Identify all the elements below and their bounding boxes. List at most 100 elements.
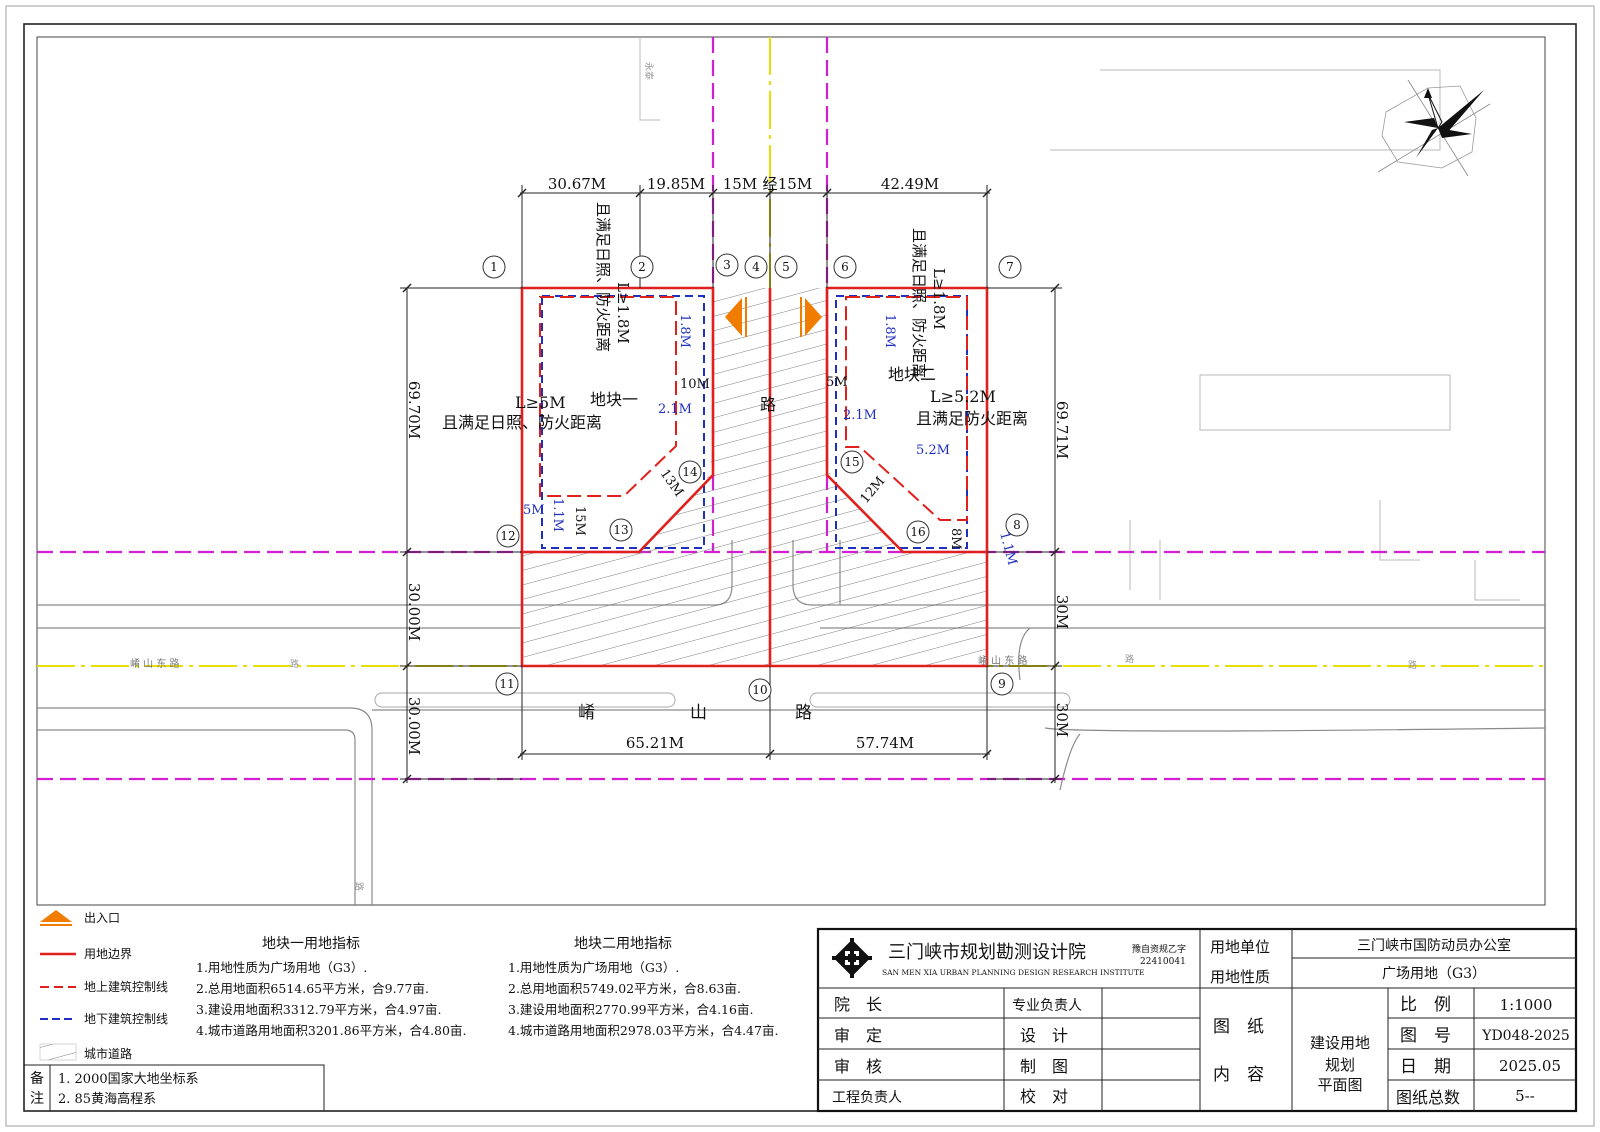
scale-value: 1:1000: [1500, 996, 1553, 1014]
setback-p1-left-blue: 1.1M: [550, 498, 565, 532]
center-road-name: 路: [760, 395, 776, 414]
indicators-two-line: 3.建设用地面积2770.99平方米，合4.16亩.: [508, 1002, 753, 1017]
point-label: 2: [638, 260, 646, 274]
point-label: 6: [841, 260, 849, 274]
legend-road-label: 城市道路: [84, 1046, 132, 1061]
plot-one-rule-horizontal: 且满足日照、防火距离: [442, 413, 602, 432]
institute-name-en: SAN MEN XIA URBAN PLANNING DESIGN RESEAR…: [882, 968, 1144, 977]
plot-two-annotations: 地块二 L≥5.2M 且满足防火距离 且满足日照、防火距离 L≥1.8M: [888, 228, 1028, 428]
indicators-one-line: 3.建设用地面积3312.79平方米，合4.97亩.: [196, 1002, 441, 1017]
setback-p2-corner: 12M: [858, 474, 889, 507]
number-value: YD048-2025: [1481, 1028, 1570, 1044]
date-value: 2025.05: [1499, 1057, 1561, 1075]
role-specialty-lead: 专业负责人: [1012, 998, 1082, 1014]
indicators-one: 地块一用地指标 1.用地性质为广场用地（G3）. 2.总用地面积6514.65平…: [196, 936, 466, 1038]
point-label: 14: [682, 465, 698, 479]
entrance-arrow-right: [805, 298, 822, 336]
drawing-content-label-2: 内 容: [1213, 1065, 1264, 1085]
dim-right-lower-1: 30M: [1053, 595, 1071, 629]
main-road-name-2: 山: [690, 703, 707, 723]
point-label: 5: [782, 260, 790, 274]
side-dimension-labels: 69.70M 30.00M 30.00M 69.71M 30M 30M: [405, 381, 1071, 755]
setback-p2-bottom: 8M: [948, 528, 963, 550]
notes-box: 备 注 1. 2000国家大地坐标系 2. 85黄海高程系: [23, 1064, 325, 1112]
point-marker-6: 6: [833, 255, 857, 279]
plot-one-rule-horizontal-value: L≥5M: [515, 393, 566, 412]
dim-bottom-2: 57.74M: [856, 734, 914, 752]
dim-top-2: 19.85M: [647, 175, 705, 193]
dimension-ticks: [402, 188, 1060, 784]
legend-boundary-label: 用地边界: [84, 947, 132, 961]
point-label: 9: [998, 677, 1006, 691]
point-label: 3: [723, 258, 731, 272]
point-label: 10: [752, 683, 767, 697]
setback-p2-inner-blue: 2.1M: [843, 408, 877, 423]
drawing-name-2: 规划: [1325, 1056, 1355, 1074]
setback-p2-right-blue: 5.2M: [916, 443, 950, 458]
dim-top-3: 15M: [723, 175, 757, 193]
nature-label: 用地性质: [1210, 968, 1270, 986]
indicators-two-title: 地块二用地指标: [574, 936, 672, 952]
main-road-name-1: 崤: [578, 703, 595, 723]
unit-label: 用地单位: [1210, 938, 1270, 956]
top-small-label: 永泰: [643, 62, 655, 80]
number-label: 图 号: [1400, 1026, 1451, 1046]
point-marker-4: 4: [744, 255, 768, 279]
point-marker-12: 12: [496, 524, 520, 548]
scale-label: 比 例: [1400, 995, 1451, 1015]
road-center-lines: [37, 37, 1545, 667]
bottom-dimension-labels: 65.21M 57.74M: [626, 734, 914, 752]
plot-two-rule-vertical: 且满足日照、防火距离: [910, 228, 928, 378]
point-marker-3: 3: [715, 253, 739, 277]
plot-one-name: 地块一: [590, 390, 638, 409]
entrance-markers: [725, 297, 822, 337]
point-label: 16: [910, 525, 925, 539]
land-boundaries: [520, 286, 989, 668]
indicators-one-line: 2.总用地面积6514.65平方米，合9.77亩.: [196, 981, 429, 996]
plot-one-rule-vertical-value: L≥1.8M: [614, 282, 632, 344]
road-mark-1: 路: [290, 658, 299, 670]
license-number: 22410041: [1140, 957, 1186, 967]
notes-label-2: 注: [30, 1091, 44, 1107]
dim-left-lower-1: 30.00M: [405, 583, 423, 641]
map-frame: [36, 36, 1546, 906]
point-marker-8: 8: [1005, 513, 1029, 537]
point-marker-5: 5: [774, 255, 798, 279]
point-marker-1: 1: [482, 255, 506, 279]
setback-p1-bottom: 15M: [572, 506, 587, 536]
point-marker-9: 9: [990, 672, 1014, 696]
road-mark-4: 路: [353, 882, 365, 891]
role-director: 院 长: [834, 995, 882, 1014]
road-mark-3: 路: [1408, 659, 1417, 671]
point-marker-16: 16: [906, 520, 930, 544]
main-road-small-right: 崤 山 东 路: [978, 654, 1028, 667]
entrance-arrow-left: [725, 298, 742, 336]
title-block: 三门峡市规划勘测设计院 SAN MEN XIA URBAN PLANNING D…: [816, 927, 1578, 1113]
road-names: 路 崤 山 路 崤 山 东 路 崤 山 东 路 路 路 路 路 永泰: [130, 62, 1417, 891]
indicators-one-line: 4.城市道路用地面积3201.86平方米，合4.80亩.: [196, 1023, 466, 1038]
road-mark-2: 路: [1125, 653, 1134, 665]
point-marker-15: 15: [840, 450, 864, 474]
institute-logo-icon: [832, 938, 872, 978]
license-label: 豫自资规乙字: [1132, 943, 1186, 955]
setback-p1-left-5m: 5M: [523, 503, 545, 518]
setback-p2-inner-red: 5M: [826, 375, 848, 390]
background-buildings: [639, 37, 1520, 601]
role-review: 审 核: [834, 1057, 882, 1076]
indicators-two-line: 2.总用地面积5749.02平方米，合8.63亩.: [508, 981, 741, 996]
dim-top-road-label: 经: [762, 175, 777, 193]
point-marker-2: 2: [630, 255, 654, 279]
legend-above-ground-label: 地上建筑控制线: [84, 979, 168, 994]
point-label: 8: [1013, 518, 1021, 532]
north-arrow-icon: [1377, 79, 1491, 177]
point-label: 12: [500, 529, 515, 543]
role-check: 校 对: [1020, 1087, 1068, 1106]
plot-two-rule-vertical-value: L≥1.8M: [930, 268, 948, 330]
above-ground-control-lines: [539, 296, 968, 521]
indicators-two: 地块二用地指标 1.用地性质为广场用地（G3）. 2.总用地面积5749.02平…: [508, 936, 778, 1038]
point-label: 13: [613, 523, 628, 537]
setback-p1-inner-blue: 2.1M: [658, 402, 692, 417]
total-value: 5--: [1515, 1087, 1535, 1105]
